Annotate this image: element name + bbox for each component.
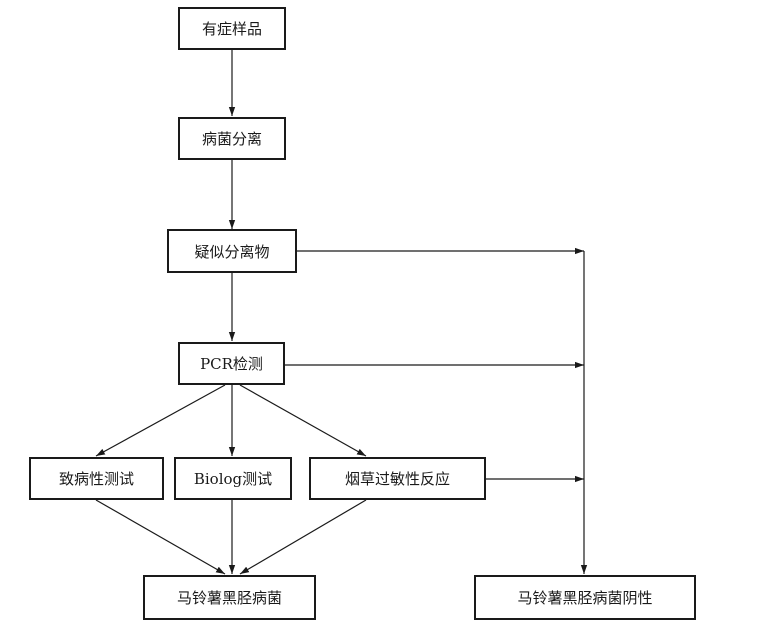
edge-tobacco-to-positive	[239, 499, 367, 575]
node-symptomatic-sample: 有症样品	[178, 7, 286, 50]
edge-pathogenicity-to-positive	[95, 499, 226, 575]
edge-pcr-to-tobacco	[239, 384, 367, 457]
node-pathogenicity-test: 致病性测试	[29, 457, 164, 500]
node-pcr-detection: PCR检测	[178, 342, 285, 385]
node-pathogen-isolation: 病菌分离	[178, 117, 286, 160]
node-biolog-test: Biolog测试	[174, 457, 292, 500]
node-blackleg-pathogen-negative: 马铃薯黑胫病菌阴性	[474, 575, 696, 620]
node-suspect-isolate: 疑似分离物	[167, 229, 297, 273]
node-blackleg-pathogen-positive: 马铃薯黑胫病菌	[143, 575, 316, 620]
edge-pcr-to-pathogenicity	[95, 384, 226, 457]
node-tobacco-hypersensitive-response: 烟草过敏性反应	[309, 457, 486, 500]
